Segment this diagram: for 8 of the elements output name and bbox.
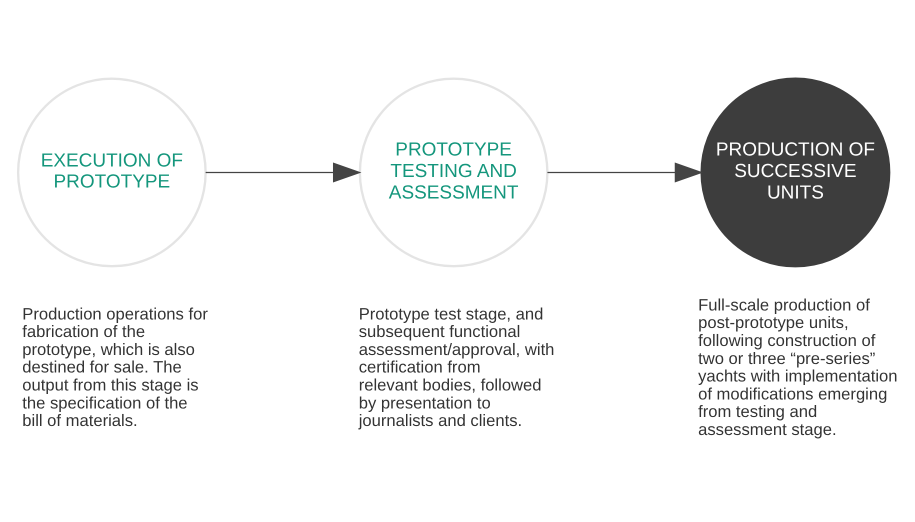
node-circle: PRODUCTION OF SUCCESSIVE UNITS [700, 77, 890, 267]
arrow [206, 162, 362, 182]
node-label: Full-scale production of post-prototype units, following construction of two or three “pre-series” yachts with implementation of modifications emerging from testing and assessment stage. [698, 294, 898, 438]
node-label: Production operations for fabrication of the prototype, which is also destined for sale. The output from this stage is the specification of the bill of materials. [22, 304, 208, 430]
node-circle: PROTOTYPE TESTING AND ASSESSMENT [358, 77, 549, 267]
node-circle: EXECUTION OF PROTOTYPE [16, 77, 207, 267]
arrow [547, 162, 704, 182]
node-label: Prototype test stage, and subsequent functional assessment/approval, with certification from relevant bodies, followed by presentation to journalists and clients. [358, 304, 554, 430]
